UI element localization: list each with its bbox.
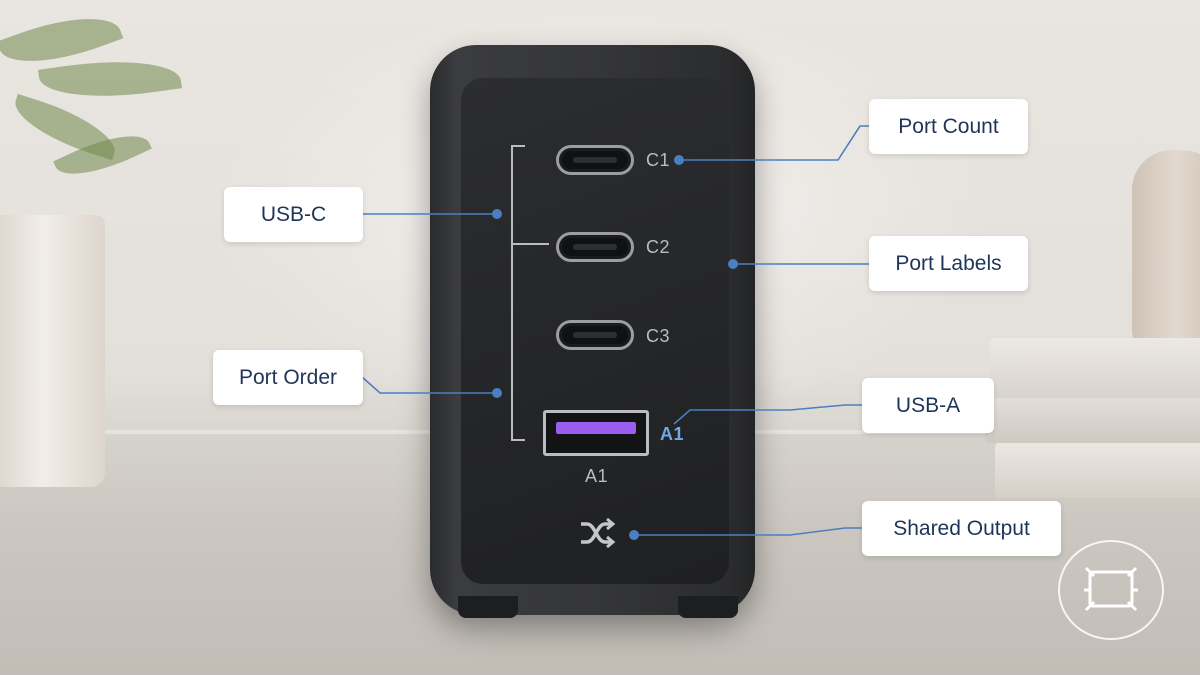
book xyxy=(995,443,1200,498)
dot-port-labels xyxy=(728,259,738,269)
port-label-c3: C3 xyxy=(646,326,671,346)
dot-usb-c xyxy=(492,209,502,219)
callout-port-labels: Port Labels xyxy=(869,236,1028,291)
watermark-logo xyxy=(1058,540,1164,640)
book xyxy=(985,398,1200,443)
vase xyxy=(1132,150,1200,360)
charger-foot xyxy=(458,596,518,618)
dot-port-count xyxy=(674,155,684,165)
port-label-c2: C2 xyxy=(646,237,671,257)
callout-usb-c: USB-C xyxy=(224,187,363,242)
callout-port-order: Port Order xyxy=(213,350,363,405)
leader-shared-output xyxy=(634,527,862,536)
bracket-tick xyxy=(511,243,549,245)
port-label-c1: C1 xyxy=(646,150,671,170)
leader-port-count xyxy=(679,125,870,161)
leader-port-order xyxy=(361,376,497,394)
book xyxy=(990,338,1200,398)
callout-port-count: Port Count xyxy=(869,99,1028,154)
usb-c-port-2 xyxy=(556,232,634,262)
usb-a-port xyxy=(543,410,649,456)
leader-usb-a xyxy=(673,404,862,425)
device-frame-logo-icon xyxy=(1084,566,1138,612)
dot-port-order xyxy=(492,388,502,398)
plant-pot xyxy=(0,215,105,487)
port-label-a1-below: A1 xyxy=(585,466,609,486)
shuffle-icon xyxy=(581,517,616,549)
callout-shared-output: Shared Output xyxy=(862,501,1061,556)
charger-foot xyxy=(678,596,738,618)
port-order-bracket xyxy=(511,145,525,441)
dot-shared-output xyxy=(629,530,639,540)
port-label-a1-side: A1 xyxy=(660,424,685,444)
usb-c-port-1 xyxy=(556,145,634,175)
callout-usb-a: USB-A xyxy=(862,378,994,433)
usb-c-port-3 xyxy=(556,320,634,350)
